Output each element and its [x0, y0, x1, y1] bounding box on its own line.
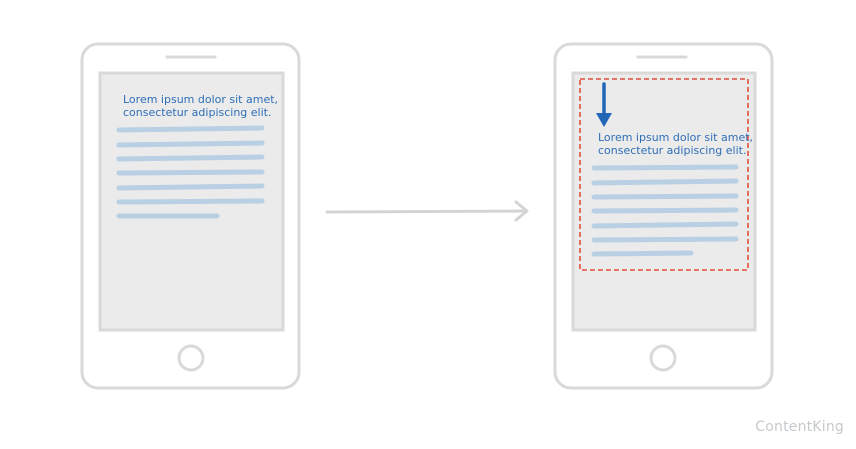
right-phone-text-line-2: consectetur adipiscing elit.: [598, 144, 746, 157]
viewport-dashed-box: [579, 78, 749, 271]
right-phone-text-line-1: Lorem ipsum dolor sit amet,: [598, 131, 753, 144]
left-phone-placeholder-lines: [116, 125, 265, 219]
right-phone-screen: [571, 71, 757, 332]
left-phone-text-line-1: Lorem ipsum dolor sit amet,: [123, 93, 278, 106]
left-phone: Lorem ipsum dolor sit amet, consectetur …: [80, 42, 301, 390]
transition-arrow: [325, 200, 529, 222]
right-phone-home-button: [649, 344, 677, 372]
right-phone-placeholder-lines: [591, 164, 739, 257]
scroll-down-arrow-icon: [596, 82, 612, 127]
right-phone: Lorem ipsum dolor sit amet, consectetur …: [553, 42, 774, 390]
left-phone-text-line-2: consectetur adipiscing elit.: [123, 106, 271, 119]
contentking-logo: ContentKing: [755, 419, 844, 435]
left-phone-home-button: [177, 344, 205, 372]
